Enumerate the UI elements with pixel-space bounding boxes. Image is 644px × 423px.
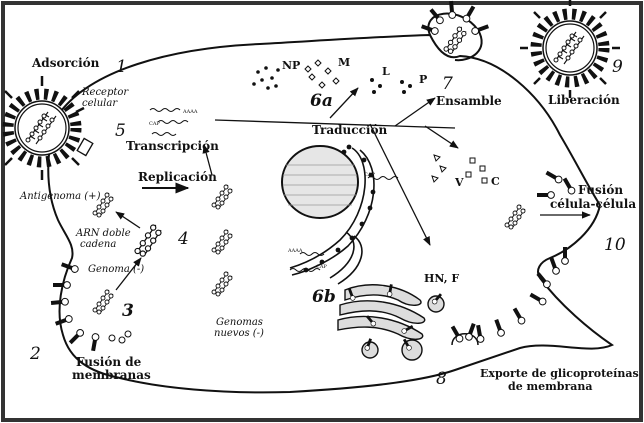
step-6a-number: 6a <box>310 91 333 111</box>
m-protein-diamonds <box>304 59 340 89</box>
v-label: V <box>454 176 464 189</box>
step-8-number: 8 <box>436 369 447 389</box>
p-protein-dots <box>400 80 412 94</box>
er-mrna-cap-icon-2: CAP <box>316 264 327 270</box>
mrna-strands <box>149 108 399 272</box>
cell-fusion-label-line1: Fusión <box>578 183 623 197</box>
transcription-label: Transcripción <box>126 139 219 153</box>
step-4-number: 4 <box>177 229 189 249</box>
transport-vesicles <box>361 292 445 361</box>
export-label-line2: de membrana <box>508 380 593 393</box>
c-label: C <box>491 175 500 188</box>
dsrna-label-line1: ARN doble <box>75 228 131 239</box>
export-vesicle <box>449 322 479 346</box>
genome-label: Genoma (-) <box>88 264 144 275</box>
flow-arrows <box>115 87 591 291</box>
hn-f-label: HN, F <box>424 272 459 285</box>
assembly-bud-spikes <box>420 0 490 36</box>
dsrna-label-line2: cadena <box>80 239 116 250</box>
translation-label: Traducción <box>312 123 387 137</box>
cell-fusion-label-line2: célula-célula <box>550 197 636 211</box>
antigenome-label: Antigenoma (+) <box>19 191 101 202</box>
mrna-polya-label: AAAA <box>182 109 198 115</box>
step-3-number: 3 <box>122 301 134 321</box>
step-5-number: 5 <box>115 121 126 141</box>
new-genomes-label-line2: nuevos (-) <box>214 328 264 339</box>
golgi-apparatus <box>337 284 426 340</box>
np-label: NP <box>282 59 300 72</box>
step-6b-number: 6b <box>312 287 336 307</box>
m-label: M <box>338 56 350 69</box>
step-7-number: 7 <box>442 74 453 94</box>
cell-fusion-spikes <box>536 169 577 199</box>
incoming-virus-particle-icon <box>0 76 94 180</box>
adsorption-label: Adsorción <box>31 56 100 70</box>
step-1-number: 1 <box>116 57 127 77</box>
cell-nucleus <box>281 145 359 219</box>
c-protein-squares <box>465 157 488 184</box>
np-protein-dots <box>252 66 280 90</box>
replication-label: Replicación <box>138 170 217 184</box>
step-2-number: 2 <box>29 344 41 364</box>
mrna-cap-icon: CAP <box>149 121 160 127</box>
membrane-fusion-label-line1: Fusión de <box>76 355 142 369</box>
p-label: P <box>419 73 427 86</box>
receptor-label-line1: Receptor <box>81 87 129 98</box>
budding-nucleocapsid-icon <box>443 26 467 54</box>
receptor-label-line2: celular <box>82 98 118 109</box>
step-10-number: 10 <box>604 235 626 255</box>
release-label: Liberación <box>548 93 620 107</box>
l-label: L <box>382 65 390 78</box>
v-protein-triangles <box>431 154 447 183</box>
new-genomes-label-line1: Genomas <box>216 317 263 328</box>
export-label-line1: Exporte de glicoproteínas <box>480 367 639 380</box>
fusion-vesicles <box>108 330 132 344</box>
cellular-receptor <box>76 137 94 157</box>
released-virus-particle-icon <box>520 0 620 98</box>
er-mrna-cap-icon: CAP <box>364 172 375 178</box>
assembly-label: Ensamble <box>436 94 502 108</box>
er-mrna-polya-label: AAAA <box>287 248 303 254</box>
l-protein-dots <box>370 78 382 94</box>
membrane-fusion-label-line2: membranas <box>72 368 151 382</box>
step-9-number: 9 <box>612 57 623 77</box>
